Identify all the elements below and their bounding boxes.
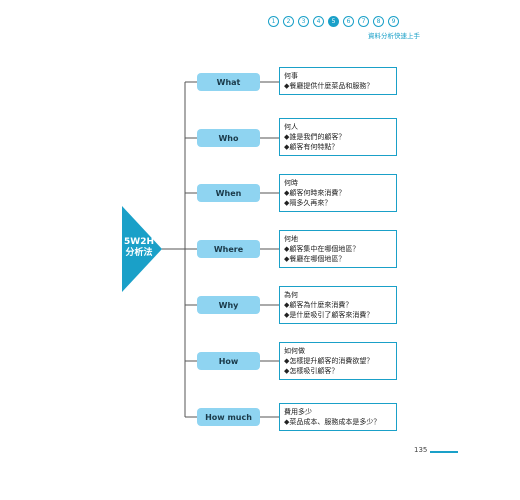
branch-when: When bbox=[197, 184, 260, 202]
desc-box-how-much: 費用多少 ◆菜品成本、服務成本是多少？ bbox=[279, 403, 397, 431]
desc-point: ◆顧客何時來消費？ bbox=[284, 189, 346, 197]
desc-point: ◆隔多久再來？ bbox=[284, 199, 332, 207]
branch-what: What bbox=[197, 73, 260, 91]
desc-box-how: 如何做 ◆怎樣提升顧客的消費欲望？ ◆怎樣吸引顧客？ bbox=[279, 342, 397, 380]
desc-point: ◆顧客為什麼來消費？ bbox=[284, 301, 353, 309]
desc-title: 何時 bbox=[284, 179, 298, 187]
desc-point: ◆顧客集中在哪個地區？ bbox=[284, 245, 360, 253]
desc-title: 如何做 bbox=[284, 347, 305, 355]
desc-point: ◆怎樣吸引顧客？ bbox=[284, 367, 339, 375]
desc-point: ◆怎樣提升顧客的消費欲望？ bbox=[284, 357, 374, 365]
root-label: 5W2H 分析法 bbox=[124, 237, 154, 259]
desc-title: 何事 bbox=[284, 72, 298, 80]
footer-rule bbox=[430, 451, 458, 453]
chapter-dot: 7 bbox=[358, 16, 369, 27]
desc-title: 何地 bbox=[284, 235, 298, 243]
root-arrow-shape bbox=[122, 206, 162, 292]
chapter-dot: 2 bbox=[283, 16, 294, 27]
header-subtitle: 資料分析快速上手 bbox=[368, 32, 420, 40]
desc-box-who: 何人 ◆誰是我們的顧客？ ◆顧客有何特點？ bbox=[279, 118, 397, 156]
chapter-dot: 1 bbox=[268, 16, 279, 27]
chapter-dot: 8 bbox=[373, 16, 384, 27]
branch-how: How bbox=[197, 352, 260, 370]
branch-where: Where bbox=[197, 240, 260, 258]
page-number: 135 bbox=[414, 446, 428, 454]
desc-box-what: 何事 ◆餐廳提供什麼菜品和服務？ bbox=[279, 67, 397, 95]
root-label-line2: 分析法 bbox=[125, 248, 153, 258]
branch-how-much: How much bbox=[197, 408, 260, 426]
root-label-line1: 5W2H bbox=[124, 237, 154, 247]
branch-who: Who bbox=[197, 129, 260, 147]
desc-point: ◆餐廳提供什麼菜品和服務？ bbox=[284, 82, 374, 90]
chapter-dot: 3 bbox=[298, 16, 309, 27]
desc-title: 費用多少 bbox=[284, 408, 312, 416]
branch-why: Why bbox=[197, 296, 260, 314]
chapter-dot: 9 bbox=[388, 16, 399, 27]
desc-point: ◆菜品成本、服務成本是多少？ bbox=[284, 418, 381, 426]
desc-point: ◆餐廳在哪個地區？ bbox=[284, 255, 346, 263]
chapter-nav: 1 2 3 4 5 6 7 8 9 bbox=[268, 16, 399, 28]
desc-point: ◆是什麼吸引了顧客來消費？ bbox=[284, 311, 374, 319]
desc-point: ◆誰是我們的顧客？ bbox=[284, 133, 346, 141]
chapter-dot: 4 bbox=[313, 16, 324, 27]
desc-title: 為何 bbox=[284, 291, 298, 299]
chapter-dot: 6 bbox=[343, 16, 354, 27]
desc-box-where: 何地 ◆顧客集中在哪個地區？ ◆餐廳在哪個地區？ bbox=[279, 230, 397, 268]
desc-point: ◆顧客有何特點？ bbox=[284, 143, 339, 151]
chapter-dot-active: 5 bbox=[328, 16, 339, 27]
desc-box-why: 為何 ◆顧客為什麼來消費？ ◆是什麼吸引了顧客來消費？ bbox=[279, 286, 397, 324]
desc-title: 何人 bbox=[284, 123, 298, 131]
desc-box-when: 何時 ◆顧客何時來消費？ ◆隔多久再來？ bbox=[279, 174, 397, 212]
